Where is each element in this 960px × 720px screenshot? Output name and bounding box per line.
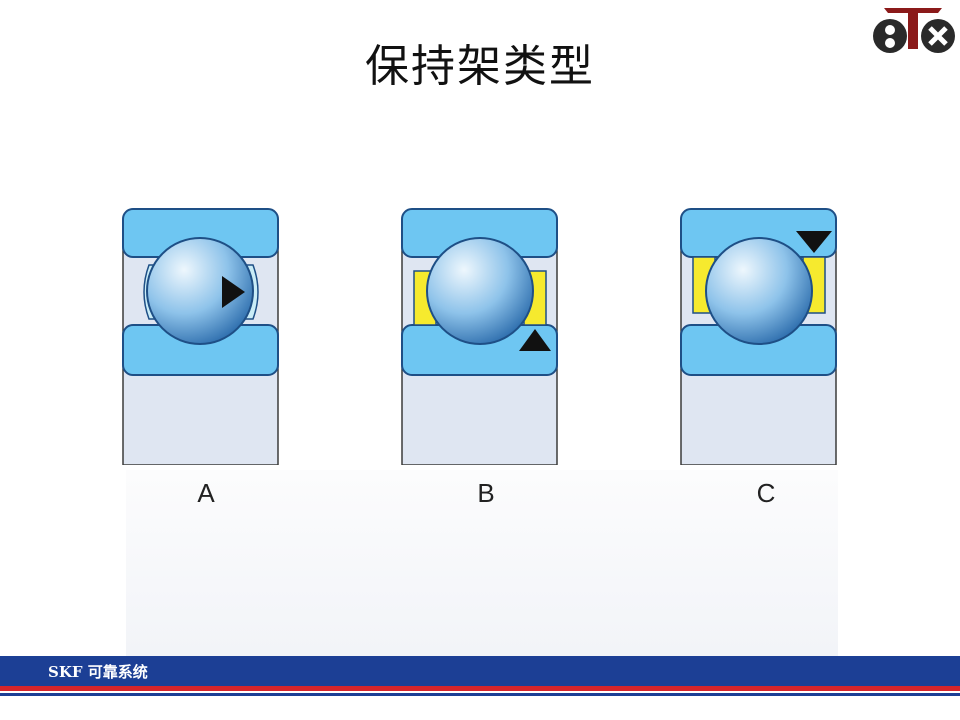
ball (146, 237, 254, 345)
company-logo-icon (873, 8, 955, 53)
footer-blue-stripe (0, 693, 960, 696)
footer-band (0, 656, 960, 686)
ball (705, 237, 813, 345)
bearing-diagram-b (400, 205, 560, 465)
footer-red-stripe (0, 686, 960, 691)
ball (426, 237, 534, 345)
figure-background (126, 470, 838, 656)
guide-marker-up-icon (519, 329, 551, 351)
bearing-diagram-a (121, 205, 281, 465)
diagram-label-a: A (197, 478, 215, 508)
bearing-diagram-c (679, 205, 839, 465)
diagram-label-b: B (477, 478, 495, 508)
guide-marker-right-icon (222, 276, 245, 308)
slide-title: 保持架类型 (365, 41, 595, 92)
guide-marker-down-icon (796, 231, 832, 253)
diagram-label-c: C (756, 478, 776, 508)
footer-text: SKF 可靠系统 (48, 663, 148, 681)
